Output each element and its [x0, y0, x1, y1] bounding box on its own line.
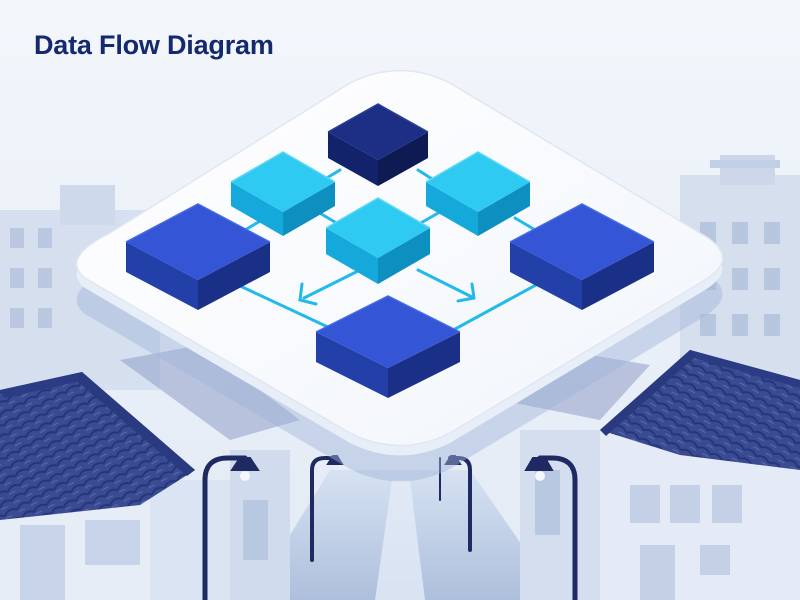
- upper-right-node-rim: [425, 151, 531, 183]
- bottom-node-right-face: [388, 332, 460, 398]
- center-node-rim: [325, 197, 431, 229]
- diagram-nodes: [125, 103, 655, 398]
- top-node-right-face: [378, 132, 428, 186]
- street: [250, 470, 560, 600]
- upper-left-node: [230, 151, 336, 236]
- top-node-rim: [327, 103, 429, 133]
- upper-left-node-rim: [230, 151, 336, 183]
- arrowhead-left: [298, 282, 318, 306]
- street-lamps: [202, 455, 578, 600]
- bottom-node-rim: [315, 295, 461, 333]
- center-node-right-face: [378, 228, 430, 284]
- right-roof: [500, 350, 800, 470]
- center-node: [325, 197, 431, 284]
- edge-center-to-left: [302, 268, 362, 300]
- left-node: [125, 203, 271, 310]
- bottom-node: [315, 295, 461, 398]
- connector-lines: [236, 168, 547, 337]
- left-node-left-face: [126, 242, 198, 310]
- right-node-right-face: [582, 242, 654, 310]
- upper-right-node-right-face: [478, 182, 530, 236]
- left-node-right-face: [198, 242, 270, 310]
- edge-center-to-right: [416, 268, 474, 299]
- arrowhead-right: [456, 282, 476, 303]
- center-node-left-face: [326, 228, 378, 284]
- background-buildings-right: [680, 155, 800, 405]
- upper-left-node-left-face: [231, 182, 283, 236]
- left-roof: [0, 345, 300, 520]
- right-node: [509, 203, 655, 310]
- upper-left-node-right-face: [283, 182, 335, 236]
- left-node-rim: [125, 203, 271, 243]
- upper-right-node-left-face: [426, 182, 478, 236]
- page-title: Data Flow Diagram: [34, 30, 274, 60]
- upper-right-node: [425, 151, 531, 236]
- edge-right-to-bottom: [444, 278, 547, 336]
- top-node-left-face: [328, 132, 378, 186]
- right-node-rim: [509, 203, 655, 243]
- top-node: [327, 103, 429, 186]
- bottom-node-left-face: [316, 332, 388, 398]
- right-node-left-face: [510, 242, 582, 310]
